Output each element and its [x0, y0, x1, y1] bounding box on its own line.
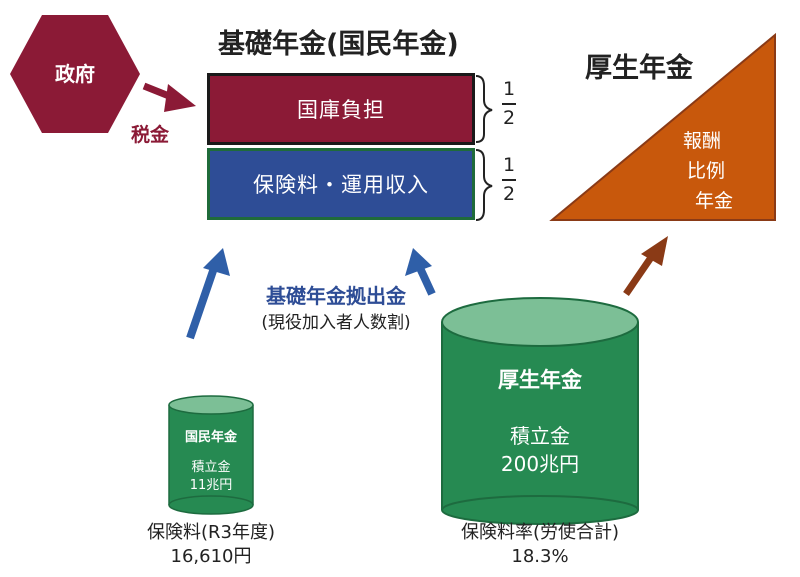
- basic-pension-title: 基礎年金(国民年金): [218, 29, 459, 60]
- kousei-arrow-shaft: [623, 254, 655, 296]
- contribution-arrow-left-shaft: [186, 266, 218, 340]
- fraction-bottom-numerator: 1: [502, 154, 516, 176]
- premium-big-label: 保険料率(労使合計): [460, 522, 620, 543]
- contribution-subtitle: (現役加入者人数割): [261, 313, 411, 333]
- national-treasury-box: 国庫負担: [207, 73, 475, 145]
- fraction-top-denominator: 2: [502, 107, 516, 129]
- triangle-line1: 報酬: [682, 130, 721, 152]
- kousei-triangle: [549, 32, 776, 221]
- triangle-line2: 比例: [686, 160, 725, 182]
- government-hexagon: [10, 15, 140, 133]
- small-tank-line1: 積立金: [191, 460, 231, 475]
- contribution-arrow-left-head: [203, 248, 230, 276]
- fraction-top: 1 2: [498, 80, 520, 128]
- tax-label: 税金: [130, 124, 169, 146]
- premium-big-value: 18.3%: [511, 546, 569, 567]
- fraction-top-numerator: 1: [502, 78, 516, 100]
- brace-top: [475, 75, 493, 143]
- small-tank-title: 国民年金: [184, 430, 237, 445]
- big-tank-line2: 200兆円: [500, 452, 580, 476]
- big-tank-title: 厚生年金: [498, 368, 582, 392]
- contribution-arrow-right-shaft: [416, 266, 436, 296]
- big-tank: [441, 297, 639, 525]
- kousei-arrow-head: [641, 236, 668, 266]
- fraction-bottom-bar: [502, 179, 516, 181]
- small-tank-line2: 11兆円: [189, 478, 233, 493]
- small-tank: [168, 395, 254, 515]
- premium-small-label: 保険料(R3年度): [146, 522, 275, 543]
- tax-arrow-head: [164, 84, 196, 112]
- premium-small-value: 16,610円: [170, 546, 252, 567]
- triangle-line3: 年金: [694, 190, 733, 212]
- fraction-top-bar: [502, 103, 516, 105]
- big-tank-line1: 積立金: [510, 424, 570, 448]
- brace-bottom: [475, 149, 493, 221]
- fraction-bottom: 1 2: [498, 156, 520, 204]
- contribution-arrow-right-head: [405, 248, 432, 276]
- government-label: 政府: [55, 62, 95, 86]
- premium-income-box: 保険料・運用収入: [207, 148, 475, 220]
- kousei-title: 厚生年金: [585, 53, 693, 84]
- fraction-bottom-denominator: 2: [502, 183, 516, 205]
- contribution-title: 基礎年金拠出金: [266, 284, 406, 308]
